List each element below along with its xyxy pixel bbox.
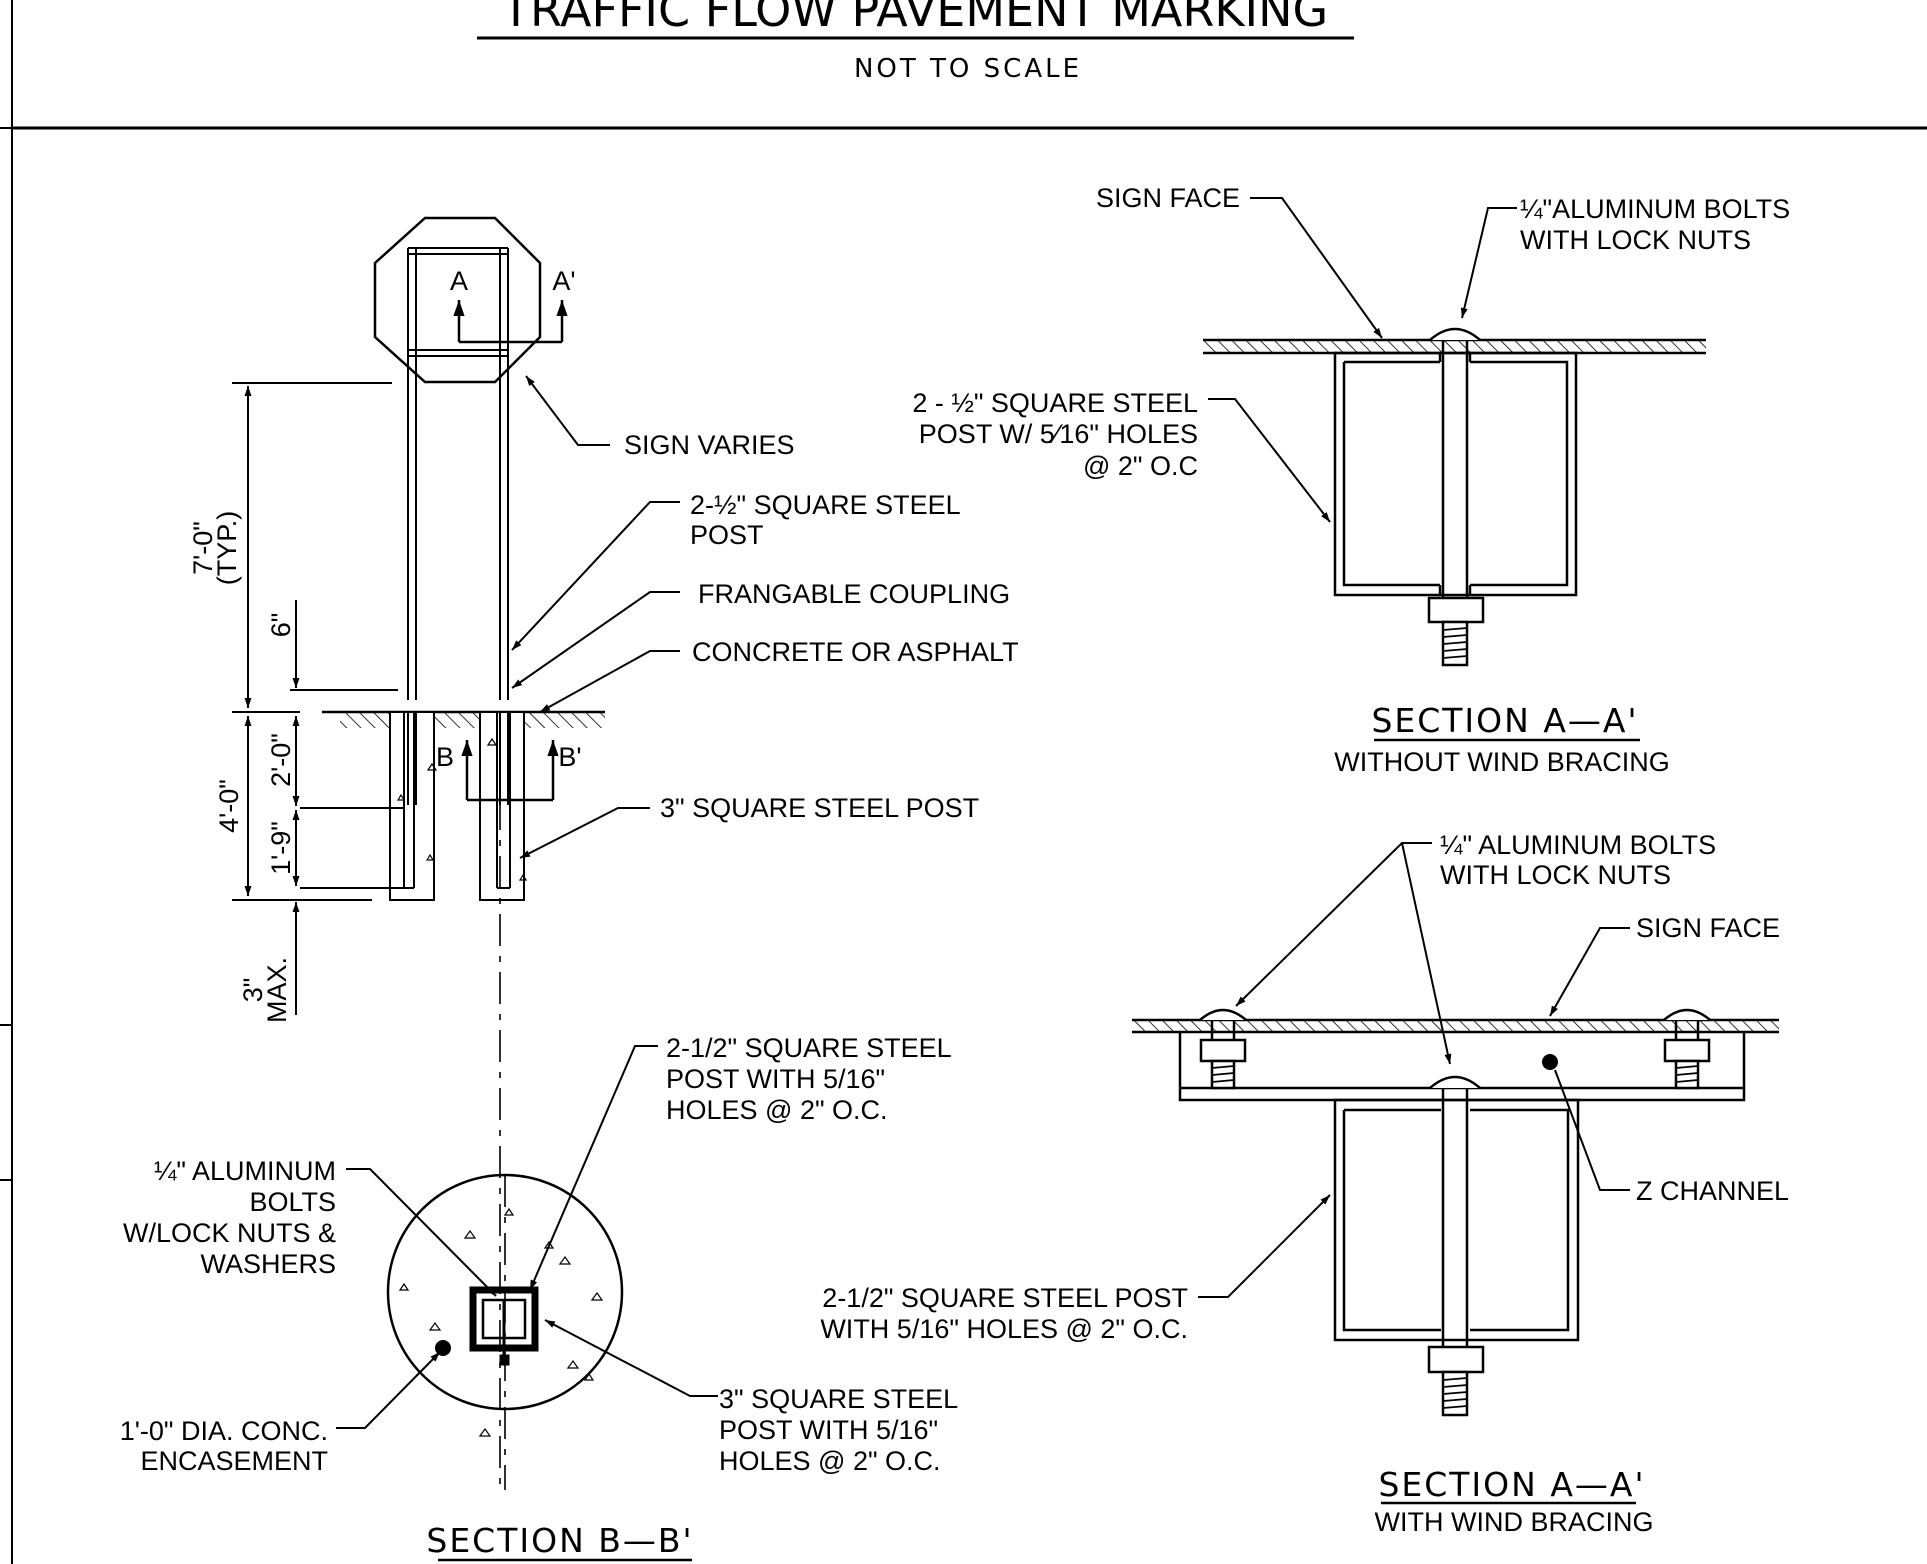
aa-top-post-line1: 2 - ½" SQUARE STEEL — [912, 388, 1198, 418]
sign-elevation — [322, 216, 605, 1490]
section-bb-leaders — [336, 1045, 718, 1429]
section-aa-bottom-title: SECTION A—A' — [1378, 1465, 1645, 1504]
aa-bottom-bolts-line2: WITH LOCK NUTS — [1440, 860, 1671, 890]
bb-post-line3: HOLES @ 2" O.C. — [666, 1095, 888, 1125]
dim-2ft: 2'-0" — [266, 733, 296, 787]
dim-3in: 3" — [238, 978, 268, 1003]
aa-bottom-post-line2: WITH 5/16" HOLES @ 2" O.C. — [820, 1314, 1188, 1344]
aa-bottom-sign-face: SIGN FACE — [1636, 913, 1780, 943]
foundation-right — [479, 711, 525, 901]
dim-6in: 6" — [266, 613, 296, 638]
aa-top-post-line3: @ 2" O.C — [1083, 451, 1198, 481]
section-aa-top-subtitle: WITHOUT WIND BRACING — [1334, 747, 1669, 777]
aa-top-bolts-line2: WITH LOCK NUTS — [1520, 225, 1751, 255]
sign-varies-label: SIGN VARIES — [624, 430, 795, 460]
aa-bottom-bolts-line1: ¼" ALUMINUM BOLTS — [1440, 830, 1716, 860]
bb-post-line1: 2-1/2" SQUARE STEEL — [666, 1033, 952, 1063]
section-aa-top-title: SECTION A—A' — [1371, 701, 1638, 740]
scale-note: NOT TO SCALE — [854, 54, 1082, 84]
bb-sq3-line1: 3" SQUARE STEEL — [719, 1384, 958, 1414]
bb-bolts-line4: WASHERS — [200, 1249, 336, 1279]
concrete-specks — [396, 737, 528, 881]
ground-hatch — [340, 712, 605, 728]
bb-bolts-line3: W/LOCK NUTS & — [123, 1218, 336, 1248]
page-title: TRAFFIC FLOW PAVEMENT MARKING — [501, 0, 1328, 37]
bb-bolts-line2: BOLTS — [249, 1187, 336, 1217]
section-b-cut — [461, 740, 559, 802]
foundation-left — [389, 711, 435, 901]
aa-bottom-post-line1: 2-1/2" SQUARE STEEL POST — [822, 1283, 1188, 1313]
frangable-label: FRANGABLE COUPLING — [698, 579, 1010, 609]
dim-4ft: 4'-0" — [214, 779, 244, 833]
cut-b-label: B — [436, 742, 454, 772]
section-bb-title: SECTION B—B' — [426, 1521, 693, 1560]
bb-enc-line1: 1'-0" DIA. CONC. — [120, 1416, 328, 1446]
cut-a-prime-label: A' — [552, 266, 575, 296]
dim-max: MAX. — [262, 957, 292, 1023]
octagon-sign — [373, 216, 542, 384]
bb-sq3-line2: POST WITH 5/16" — [719, 1415, 938, 1445]
section-aa-bottom-drawing — [1132, 1008, 1779, 1417]
bb-post-line2: POST WITH 5/16" — [666, 1064, 885, 1094]
bb-bolts-line1: ¼" ALUMINUM — [154, 1156, 336, 1186]
aa-top-sign-face: SIGN FACE — [1096, 183, 1240, 213]
bb-enc-line2: ENCASEMENT — [140, 1446, 328, 1476]
post-label-line1: 2-½" SQUARE STEEL — [690, 490, 961, 520]
section-aa-top-leaders — [1208, 197, 1517, 523]
section-aa-bottom-leaders — [1198, 842, 1630, 1298]
bb-sq3-line3: HOLES @ 2" O.C. — [719, 1446, 941, 1476]
aa-top-bolts-line1: ¼"ALUMINUM BOLTS — [1520, 194, 1790, 224]
encasement-specks — [398, 1207, 604, 1437]
section-aa-top-drawing — [1203, 327, 1706, 667]
post-label-line2: POST — [690, 520, 764, 550]
dim-7ft: 7'-0" — [188, 521, 218, 575]
cut-b-prime-label: B' — [558, 742, 581, 772]
section-a-cut — [453, 300, 568, 344]
section-aa-bottom-subtitle: WITH WIND BRACING — [1375, 1507, 1654, 1537]
section-bb-drawing — [386, 1173, 624, 1490]
dimension-lines — [232, 382, 405, 1015]
cut-a-label: A — [450, 266, 468, 296]
aa-bottom-z-channel: Z CHANNEL — [1636, 1176, 1789, 1206]
dim-1ft9: 1'-9" — [266, 821, 296, 875]
sq3-post-label: 3" SQUARE STEEL POST — [660, 793, 979, 823]
aa-top-post-line2: POST W/ 5⁄16" HOLES — [919, 419, 1198, 449]
elevation-leaders — [511, 375, 680, 859]
dim-typ: (TYP.) — [212, 511, 242, 586]
concrete-label: CONCRETE OR ASPHALT — [692, 637, 1019, 667]
